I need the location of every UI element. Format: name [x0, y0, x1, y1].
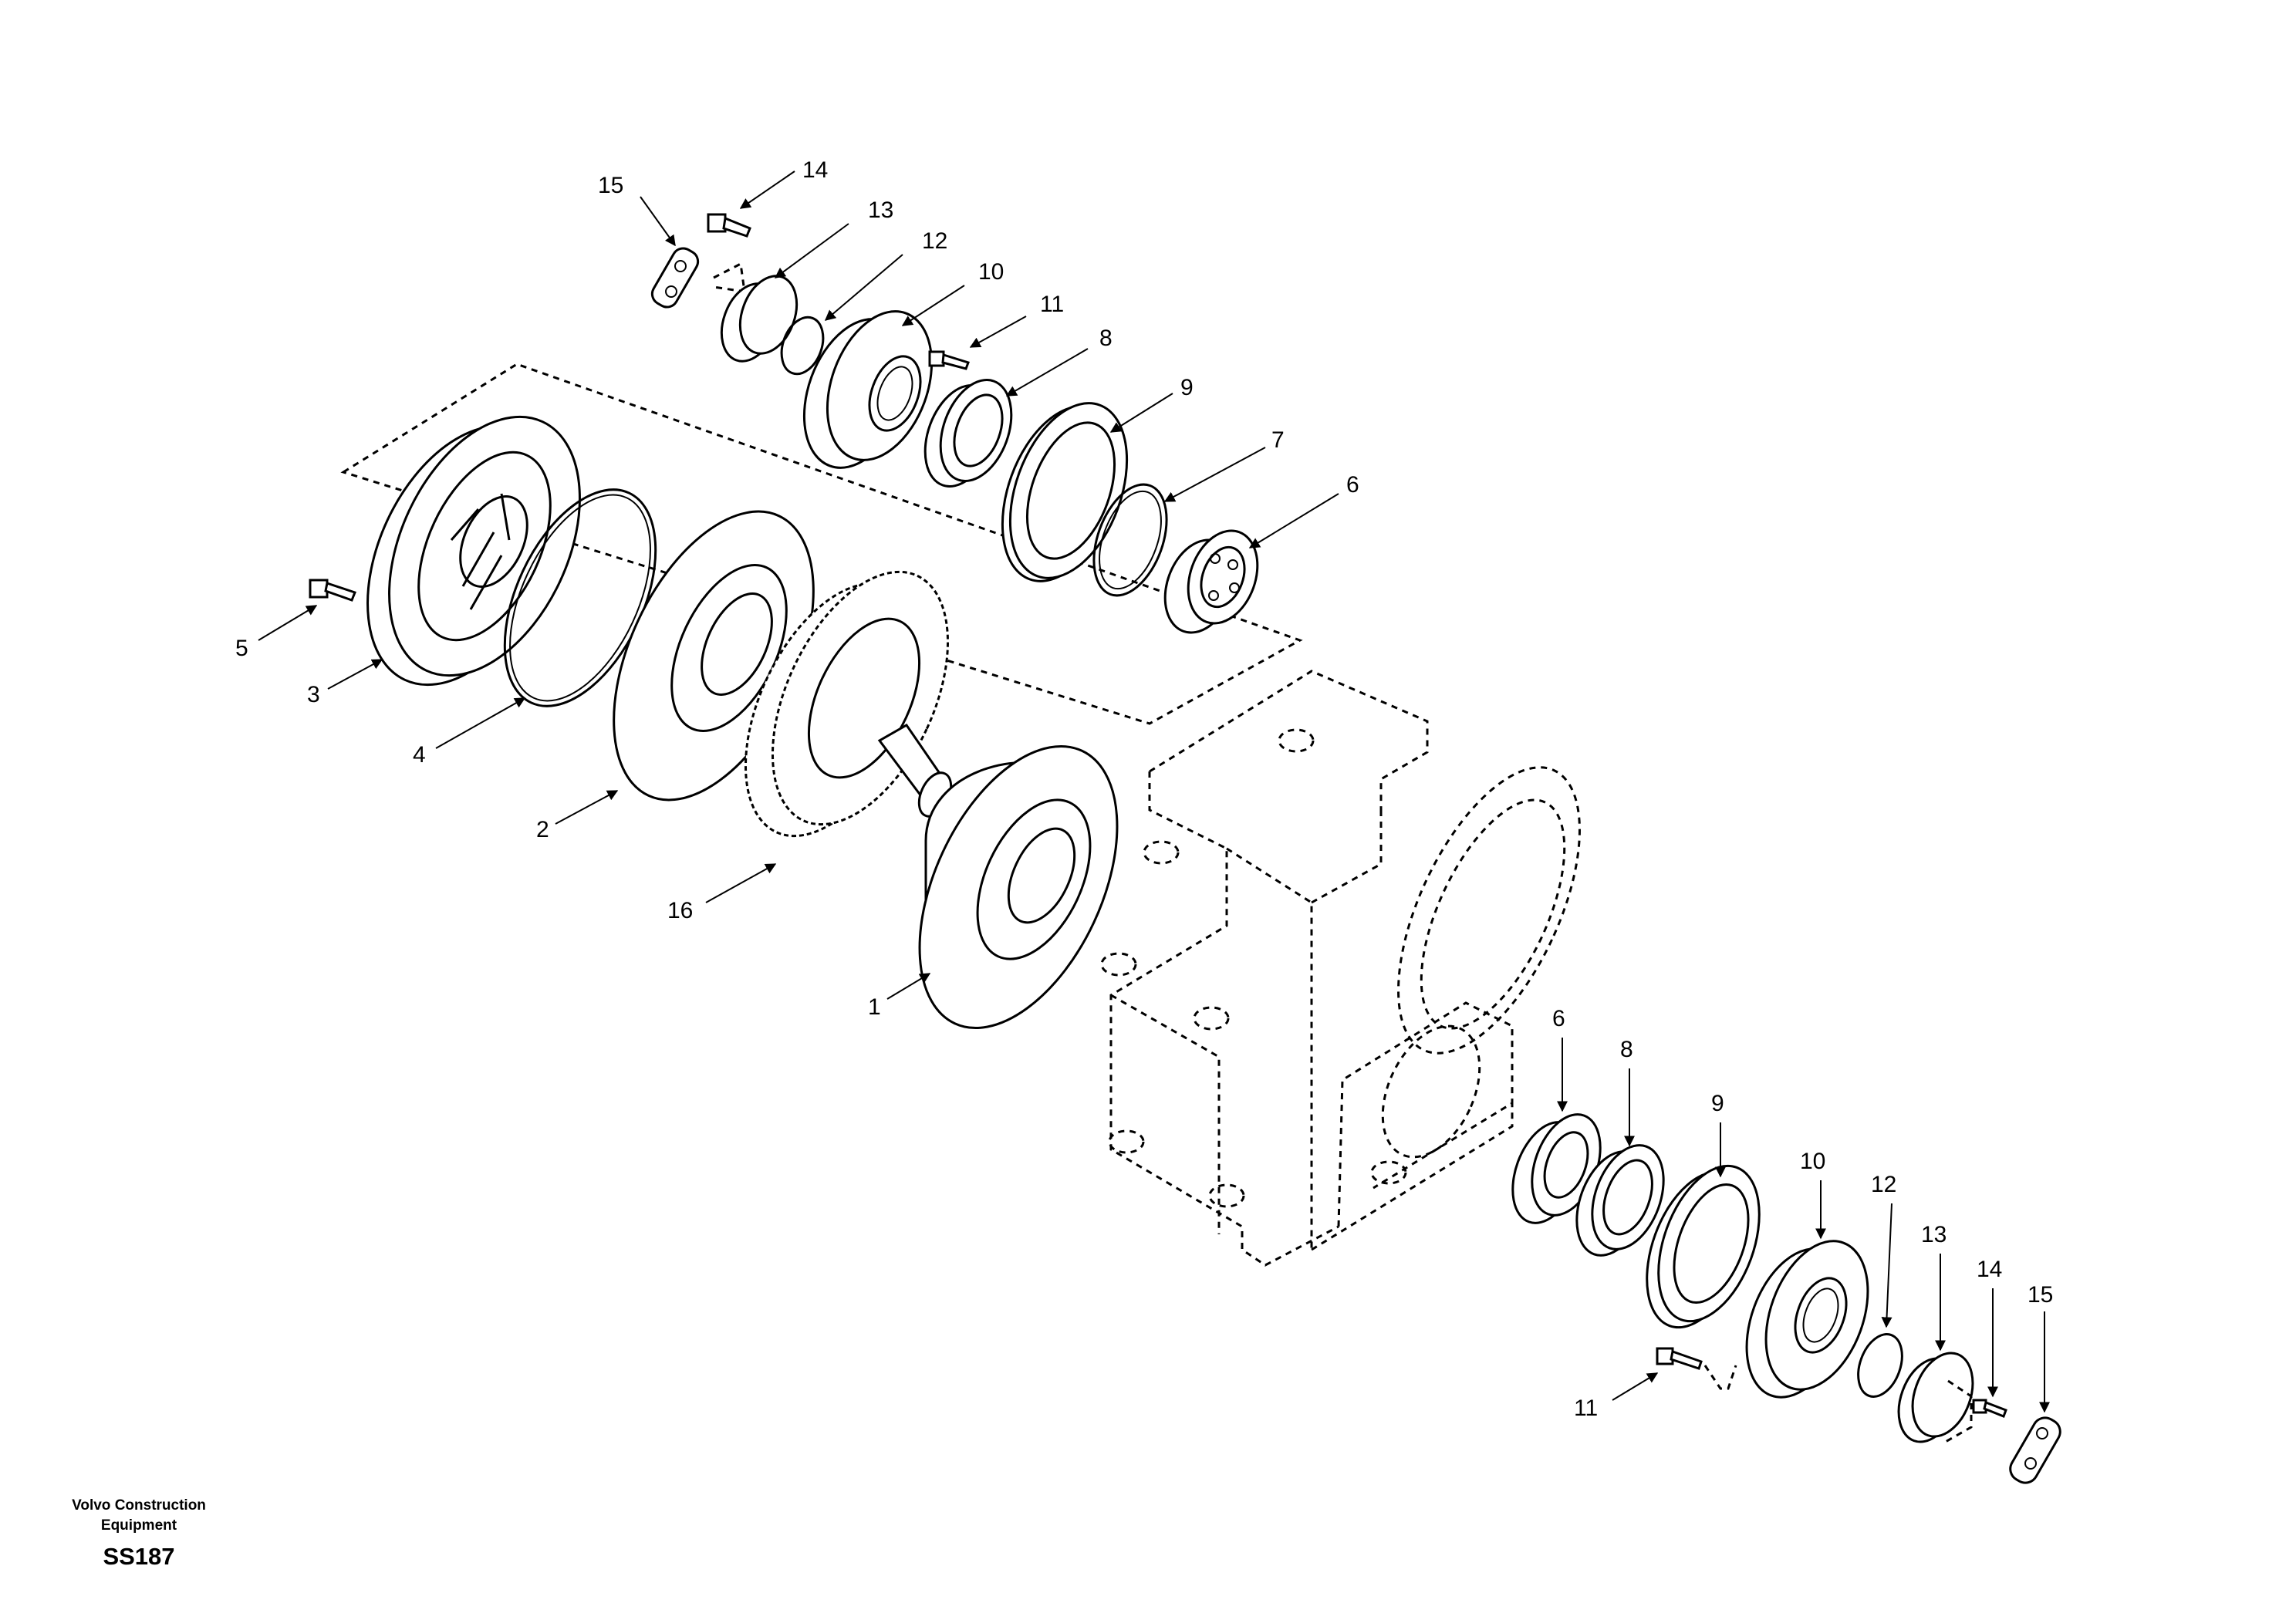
gearbox-housing-phantom	[1100, 670, 1581, 1267]
callout-10-top: 10	[978, 259, 1004, 285]
callout-14-bottom: 14	[1977, 1257, 2002, 1282]
figure-code: SS187	[103, 1543, 174, 1570]
callout-14-top: 14	[802, 157, 828, 183]
part-14-bolt-bottom	[1972, 1399, 2007, 1418]
callout-12-top: 12	[922, 228, 947, 254]
callout-6-top: 6	[1346, 472, 1359, 498]
leader-7	[1163, 447, 1266, 502]
leader-4	[435, 697, 526, 749]
callouts: 15 14 13 12 10 11 8 9 7 6 5 3 4 2 16 1 6	[235, 157, 2053, 1421]
callout-1: 1	[868, 994, 881, 1020]
callout-13-top: 13	[868, 197, 893, 223]
callout-8-bottom: 8	[1620, 1037, 1633, 1062]
leader-3	[327, 659, 383, 690]
callout-10-bottom: 10	[1800, 1149, 1825, 1174]
manufacturer-line-1: Volvo Construction	[72, 1497, 206, 1514]
leader-13-top	[774, 223, 849, 278]
leader-5	[258, 605, 318, 641]
callout-8-top: 8	[1099, 326, 1113, 351]
leader-11-bottom	[1612, 1372, 1659, 1401]
callout-7: 7	[1271, 427, 1285, 453]
part-11-bolt-bottom	[1656, 1347, 1737, 1390]
leader-12-top	[824, 254, 903, 321]
callout-9-top: 9	[1180, 375, 1194, 400]
callout-5: 5	[235, 636, 248, 661]
footer: Volvo Construction Equipment SS187	[72, 1497, 206, 1570]
leader-1	[886, 973, 931, 1000]
leader-11-top	[969, 316, 1027, 348]
leader-12-bottom	[1881, 1203, 1893, 1328]
part-9-washer-bottom	[1646, 1164, 1761, 1329]
manufacturer-line-2: Equipment	[101, 1517, 177, 1534]
callout-4: 4	[413, 742, 426, 768]
part-8-seal-bottom	[1575, 1144, 1665, 1257]
part-15-plate-bottom	[2009, 1416, 2061, 1484]
part-12-oring-bottom	[1857, 1333, 1903, 1398]
leader-2	[555, 790, 619, 825]
part-5-bolt	[309, 579, 356, 602]
leader-14-top	[739, 170, 795, 209]
part-3-cover	[366, 415, 581, 687]
callout-2: 2	[536, 817, 549, 842]
part-12-oring-top	[780, 316, 825, 376]
callout-11-bottom: 11	[1574, 1396, 1598, 1421]
callout-15-top: 15	[598, 173, 623, 198]
leader-10-top	[901, 285, 965, 326]
part-13-cap-top	[720, 275, 799, 363]
part-11-bolt-top	[928, 350, 970, 370]
callout-16: 16	[667, 898, 693, 923]
part-1-plate	[918, 744, 1119, 1030]
part-13-cap-bottom	[1897, 1352, 1974, 1444]
leader-6-top	[1248, 493, 1339, 548]
part-16-gear	[744, 570, 953, 838]
part-14-bolt-top	[707, 213, 751, 238]
callout-9-bottom: 9	[1711, 1091, 1724, 1116]
assembly-boundary-dashed	[340, 262, 1303, 725]
part-15-plate-top	[650, 247, 700, 309]
callout-13-bottom: 13	[1921, 1222, 1947, 1247]
callout-15-bottom: 15	[2028, 1282, 2053, 1308]
leader-16	[705, 863, 777, 903]
part-10-flange-top	[802, 310, 934, 469]
callout-3: 3	[307, 682, 320, 707]
part-10-flange-bottom	[1745, 1240, 1869, 1399]
part-8-seal-top	[923, 379, 1013, 488]
callout-12-bottom: 12	[1871, 1172, 1896, 1197]
leader-9-top	[1109, 393, 1173, 433]
callout-11-top: 11	[1040, 292, 1064, 317]
leader-15-top	[640, 196, 676, 247]
leader-8-top	[1005, 348, 1089, 397]
callout-6-bottom: 6	[1552, 1006, 1565, 1031]
part-6-bearing-top	[1163, 529, 1259, 634]
part-7-snap-ring	[1092, 483, 1168, 597]
